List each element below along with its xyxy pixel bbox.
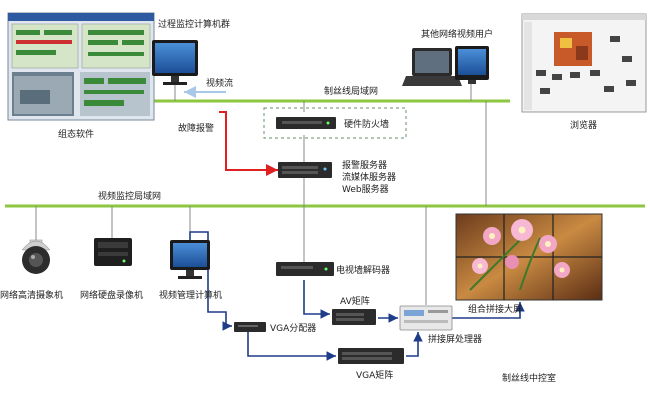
alarm-server-label: 报警服务器 (342, 159, 387, 171)
vga-matrix-to-processor-link (406, 332, 423, 357)
dome-camera-icon (21, 239, 51, 274)
vga-splitter-device-icon (234, 322, 266, 332)
control-lan-label: 制丝线局域网 (324, 85, 378, 97)
browser-screenshot (521, 13, 647, 113)
splice-processor-label: 拼接屏处理器 (428, 333, 482, 345)
processor-to-screen-link (452, 302, 525, 319)
av-matrix-device-icon (332, 309, 376, 325)
firewall-label: 硬件防火墙 (344, 118, 389, 130)
browser-label: 浏览器 (570, 119, 597, 131)
laptop-icon (402, 48, 462, 86)
nvr-label: 网络硬盘录像机 (80, 289, 143, 301)
firewall-zone (263, 107, 407, 139)
combined-screen-image (455, 213, 603, 301)
video-lan-label: 视频监控局域网 (98, 190, 161, 202)
vga-splitter-to-vga-matrix-link (247, 332, 336, 361)
av-matrix-label: AV矩阵 (340, 295, 370, 307)
hd-camera-label: 网络高清摄象机 (0, 289, 63, 301)
decoder-to-av-matrix-link (303, 280, 330, 319)
combined-screen-label: 组合拼接大屏 (468, 303, 522, 315)
tv-decoder-label: 电视墙解码器 (336, 264, 390, 276)
fault-alarm-link (219, 111, 278, 176)
server-icon (278, 162, 332, 178)
pc-to-vga-splitter-link (189, 231, 232, 331)
tv-wall-decoder-icon (276, 262, 334, 276)
process-computers-label: 过程监控计算机群 (158, 18, 230, 30)
video-mgmt-pc-label: 视频管理计算机 (159, 289, 222, 301)
video-mgmt-pc-icon (170, 240, 210, 279)
user-monitor-icon (455, 46, 489, 84)
control-room-label: 制丝线中控室 (502, 372, 556, 384)
web-server-label: Web服务器 (342, 183, 389, 195)
process-monitor-pc-icon (152, 40, 198, 85)
media-server-label: 流媒体服务器 (342, 171, 396, 183)
firewall-device-icon (276, 117, 336, 129)
config-software-label: 组态软件 (58, 128, 94, 140)
fault-alarm-label: 故障报警 (178, 122, 214, 134)
config-software-screenshot (7, 12, 155, 121)
splice-processor-device-icon (399, 305, 453, 331)
vga-splitter-label: VGA分配器 (270, 323, 316, 334)
other-video-users-label: 其他网络视频用户 (421, 28, 493, 40)
video-stream-label: 视频流 (206, 77, 233, 89)
vga-matrix-label: VGA矩阵 (356, 369, 393, 381)
nvr-device-icon (94, 238, 132, 266)
vga-matrix-device-icon (338, 348, 404, 364)
